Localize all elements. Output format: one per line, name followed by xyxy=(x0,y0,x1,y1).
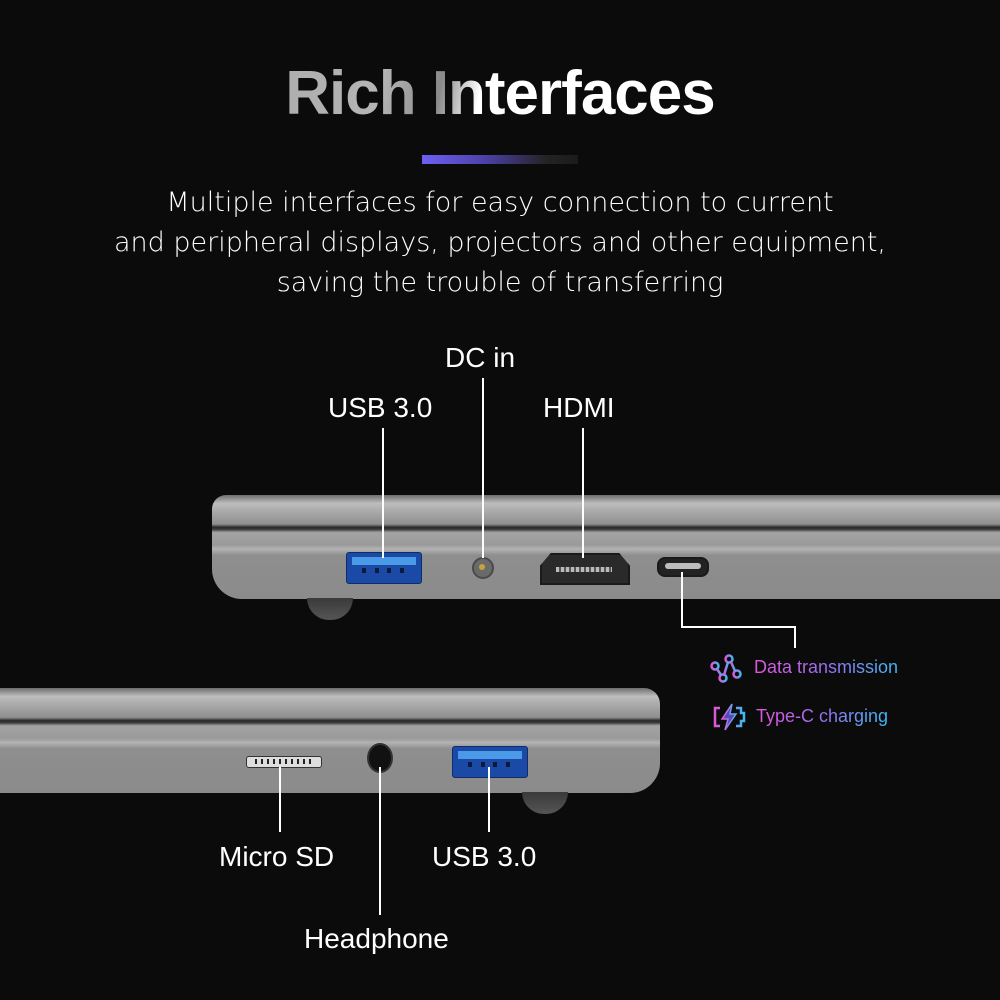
subtitle-line: and peripheral displays, projectors and … xyxy=(114,227,886,258)
laptop-foot xyxy=(522,792,568,814)
usb-c-port xyxy=(657,557,709,577)
hdmi-port xyxy=(540,553,630,585)
feature-data-transmission: Data transmission xyxy=(754,657,899,677)
leader-line xyxy=(681,626,796,628)
micro-sd-slot xyxy=(246,756,322,768)
label-dc-in: DC in xyxy=(445,342,516,373)
usb-a-port xyxy=(452,746,528,778)
page-title: Rich Interfaces xyxy=(0,58,1000,129)
leader-line xyxy=(582,428,584,558)
laptop-foot xyxy=(307,598,353,620)
label-usb-top: USB 3.0 xyxy=(328,392,433,423)
subtitle-line: saving the trouble of transferring xyxy=(276,267,724,298)
leader-line xyxy=(379,767,381,915)
leader-line xyxy=(794,626,796,648)
data-share-icon xyxy=(710,654,742,684)
label-usb-bottom: USB 3.0 xyxy=(432,841,537,872)
leader-line xyxy=(681,572,683,628)
battery-bolt-icon xyxy=(712,702,748,732)
leader-line xyxy=(482,378,484,558)
feature-typec-charging: Type-C charging xyxy=(756,706,889,726)
laptop-left-side xyxy=(0,688,660,793)
subtitle: Multiple interfaces for easy connection … xyxy=(0,183,1000,303)
leader-line xyxy=(382,428,384,558)
label-hdmi: HDMI xyxy=(543,392,615,423)
accent-divider xyxy=(422,155,578,164)
label-micro-sd: Micro SD xyxy=(219,841,335,872)
dc-jack xyxy=(472,557,494,579)
label-headphone: Headphone xyxy=(304,923,449,954)
usb-a-port xyxy=(346,552,422,584)
leader-line xyxy=(488,767,490,832)
subtitle-line: Multiple interfaces for easy connection … xyxy=(166,187,834,218)
leader-line xyxy=(279,767,281,832)
audio-jack xyxy=(367,743,393,773)
